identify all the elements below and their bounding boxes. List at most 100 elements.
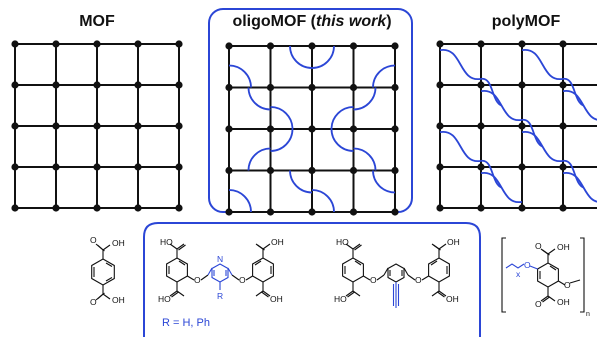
polymer-linker-curve (439, 131, 482, 162)
oligomer-linker-arc (311, 45, 335, 69)
pyridyl-ho-bottom-left: HO (158, 294, 171, 304)
bdc-oh-top: OH (112, 238, 125, 248)
metal-node (134, 81, 142, 89)
polymer-alkyl-chain (505, 263, 538, 270)
metal-node (93, 81, 101, 89)
bdc-o-top: O (90, 235, 97, 245)
metal-node (559, 81, 567, 89)
metal-node (175, 81, 183, 89)
metal-node (436, 122, 444, 130)
metal-node (349, 166, 358, 175)
ethynyl-group (392, 282, 400, 308)
metal-node (266, 42, 275, 50)
pyridyl-o-right: O (239, 275, 246, 285)
polymer-repeat-unit (501, 237, 585, 313)
metal-node (52, 40, 60, 48)
polymer-linker-curve (480, 90, 523, 121)
polymer-linker-curve (562, 159, 584, 189)
metal-node (134, 122, 142, 130)
metal-node (477, 204, 485, 212)
metal-node (134, 163, 142, 171)
polymer-linker-curve (480, 159, 502, 189)
polymer-o-left: O (524, 260, 531, 270)
metal-node (477, 40, 485, 48)
polymer-o-bottom: O (535, 299, 542, 309)
metal-node (308, 42, 316, 50)
metal-node (308, 208, 316, 216)
metal-node (349, 42, 358, 50)
metal-node (52, 163, 60, 171)
metal-node (391, 42, 399, 50)
pyridyl-oh-right: OH (271, 237, 284, 247)
oligomer-linker-arc (270, 128, 294, 152)
metal-node (11, 163, 19, 171)
metal-node (134, 40, 142, 48)
ethynyl-ho-bottom-left: HO (334, 294, 347, 304)
metal-node (134, 204, 142, 212)
r-substituents: R = H, Ph (162, 317, 210, 329)
metal-node (518, 81, 526, 89)
metal-node (518, 204, 526, 212)
oligomer-linker-arc (289, 170, 313, 194)
metal-node (52, 204, 60, 212)
pyridyl-o-left: O (194, 275, 201, 285)
pyridyl-n: N (217, 254, 223, 264)
title-oligomof-close: ) (386, 13, 391, 30)
oligomer-linker-arc (270, 106, 294, 130)
oligomer-linker-arc (372, 170, 396, 194)
metal-node (93, 163, 101, 171)
metal-node (266, 208, 275, 216)
metal-node (266, 125, 275, 133)
metal-node (11, 122, 19, 130)
metal-node (559, 122, 567, 130)
metal-node (349, 125, 358, 133)
title-mof: MOF (79, 13, 115, 30)
metal-node (225, 42, 233, 50)
oligomer-linker-arc (311, 189, 335, 213)
title-oligomof-main: oligoMOF ( (232, 13, 316, 30)
terephthalic-acid-structure (91, 243, 115, 301)
title-oligomof-italic: this work (316, 13, 387, 30)
polymer-linker-curve (562, 77, 584, 107)
metal-node (225, 208, 233, 216)
metal-node (436, 40, 444, 48)
metal-node (52, 81, 60, 89)
metal-node (93, 122, 101, 130)
title-oligomof: oligoMOF (this work) (232, 13, 391, 30)
metal-node (175, 163, 183, 171)
oligomer-linker-arc (247, 147, 271, 171)
metal-node (477, 163, 485, 171)
oligomof-frame (208, 8, 413, 213)
pyridyl-ho-left: HO (160, 237, 173, 247)
oligomer-linker-arc (330, 106, 354, 130)
mof-grid (11, 40, 183, 212)
ethynyl-linker-structure (342, 243, 450, 298)
polymer-x-subscript: x (516, 269, 521, 279)
ethynyl-o-left: O (370, 275, 377, 285)
polymer-oh-top: OH (557, 242, 570, 252)
metal-node (349, 83, 358, 92)
bdc-oh-bottom: OH (112, 295, 125, 305)
polymer-o-right: O (564, 280, 571, 290)
linker-frame (143, 222, 481, 337)
oligomer-linker-arc (372, 64, 396, 88)
oligomer-linker-arc (228, 64, 252, 88)
metal-node (11, 40, 19, 48)
pyridyl-r: R (217, 291, 223, 301)
metal-node (266, 166, 275, 175)
metal-node (436, 204, 444, 212)
oligomer-linker-arc (330, 128, 354, 152)
oligomer-linker-arc (289, 45, 313, 69)
metal-node (391, 208, 399, 216)
metal-node (175, 204, 183, 212)
polymer-oh-bottom: OH (557, 297, 570, 307)
polymer-linker-curve (562, 90, 597, 121)
oligomer-linker-arc (228, 189, 252, 213)
metal-node (477, 122, 485, 130)
metal-node (559, 204, 567, 212)
polymer-linker-curve (562, 172, 597, 203)
metal-node (225, 166, 233, 175)
polymer-n-subscript: n (586, 311, 590, 318)
metal-node (225, 125, 233, 133)
